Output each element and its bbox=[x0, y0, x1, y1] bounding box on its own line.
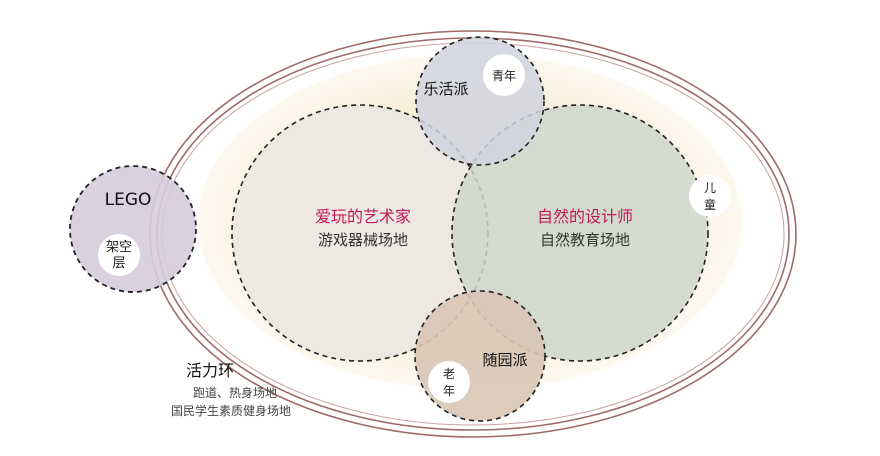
nature-subtitle: 自然教育场地 bbox=[540, 231, 630, 249]
elder-badge-line2: 年 bbox=[443, 384, 455, 398]
children-line1: 儿 bbox=[704, 181, 716, 195]
nature-zone-circle bbox=[451, 104, 709, 362]
youth-label: 乐活派 bbox=[423, 80, 468, 98]
youth-zone-circle bbox=[415, 36, 545, 166]
elder-badge bbox=[428, 361, 470, 403]
elder-badge-line1: 老 bbox=[443, 367, 455, 381]
lego-sub-line1: 架空 bbox=[106, 240, 132, 255]
children-badge bbox=[689, 175, 731, 217]
lego-sub-line2: 层 bbox=[112, 256, 125, 271]
lego-zone-circle bbox=[69, 165, 197, 293]
children-line2: 童 bbox=[704, 197, 716, 212]
youth-badge-text: 青年 bbox=[492, 69, 516, 83]
vitality-ring-title: 活力环 bbox=[186, 361, 234, 380]
lego-badge bbox=[98, 234, 140, 276]
nature-title: 自然的设计师 bbox=[537, 207, 633, 226]
art-title: 爱玩的艺术家 bbox=[315, 207, 411, 226]
art-subtitle: 游戏器械场地 bbox=[318, 231, 408, 249]
vitality-ring-line2: 国民学生素质健身场地 bbox=[171, 403, 291, 418]
elder-label: 随园派 bbox=[482, 351, 527, 369]
youth-badge bbox=[483, 54, 525, 96]
lego-title: LEGO bbox=[105, 190, 152, 210]
vitality-ring-line1: 跑道、热身场地 bbox=[193, 385, 277, 400]
